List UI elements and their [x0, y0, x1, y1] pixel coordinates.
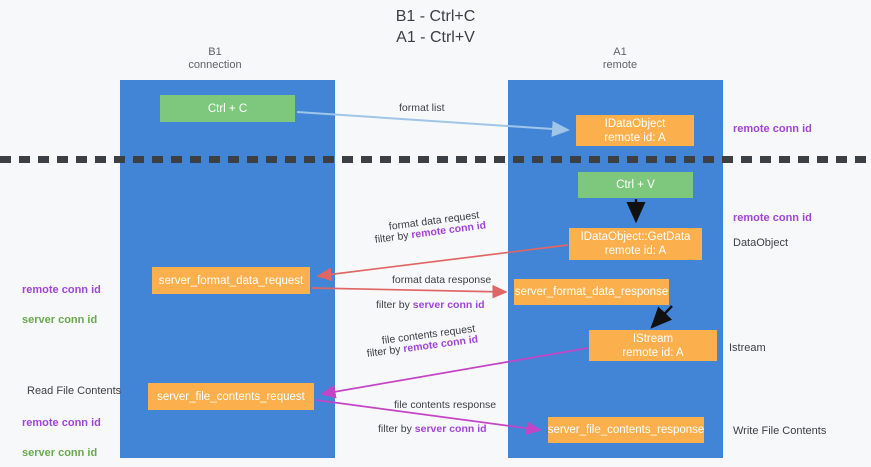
node-server-format-data-request[interactable]: server_format_data_request — [152, 267, 310, 294]
node-ctrl-c[interactable]: Ctrl + C — [160, 95, 295, 122]
filter-prefix: filter by — [378, 423, 415, 435]
edge-label-file-contents-response: file contents response — [394, 399, 497, 411]
filter-key-server-conn-id: server conn id — [414, 423, 487, 435]
annotation-read-file-contents: Read File Contents — [27, 385, 122, 397]
node-idataobject-getdata[interactable]: IDataObject::GetData remote id: A — [569, 228, 702, 260]
column-header-b1: B1 connection — [188, 46, 242, 71]
annotation-conn-ids-bottom: remote conn id server conn id — [22, 401, 101, 461]
annotation-istream: Istream — [729, 342, 766, 354]
annotation-remote-conn-id-mid: remote conn id — [733, 212, 812, 224]
filter-key-server-conn-id: server conn id — [412, 299, 485, 311]
node-istream[interactable]: IStream remote id: A — [589, 330, 717, 361]
node-server-file-contents-response[interactable]: server_file_contents_response — [548, 417, 704, 443]
annotation-dataobject: DataObject — [733, 237, 789, 249]
node-ctrl-v[interactable]: Ctrl + V — [578, 172, 693, 198]
diagram-title: B1 - Ctrl+C A1 - Ctrl+V — [395, 8, 476, 46]
annotation-write-file-contents: Write File Contents — [733, 425, 827, 437]
phase-divider — [0, 156, 871, 163]
edge-label-file-contents-response-filter: filter by server conn id — [378, 422, 487, 437]
edge-format-data-response — [311, 284, 508, 299]
node-server-format-data-response[interactable]: server_format_data_response — [514, 279, 669, 305]
annotation-remote-conn-id-top: remote conn id — [733, 123, 812, 135]
edge-label-format-data-response-filter: filter by server conn id — [376, 298, 485, 313]
filter-prefix: filter by — [376, 299, 413, 311]
label-server-conn-id: server conn id — [22, 314, 98, 326]
swimlane-a1-bottom — [508, 160, 723, 458]
filter-prefix: filter by — [374, 229, 413, 246]
node-server-file-contents-request[interactable]: server_file_contents_request — [148, 383, 314, 410]
label-server-conn-id: server conn id — [22, 447, 98, 459]
node-idataobject[interactable]: IDataObject remote id: A — [576, 115, 694, 146]
label-remote-conn-id: remote conn id — [22, 284, 101, 296]
annotation-conn-ids-top: remote conn id server conn id — [22, 268, 101, 328]
label-remote-conn-id: remote conn id — [22, 417, 101, 429]
filter-prefix: filter by — [366, 343, 405, 360]
column-header-a1: A1 remote — [602, 46, 638, 71]
swimlane-b1-bottom — [120, 160, 335, 458]
edge-label-format-list: format list — [399, 102, 445, 114]
edge-label-format-data-response: format data response — [392, 274, 492, 286]
